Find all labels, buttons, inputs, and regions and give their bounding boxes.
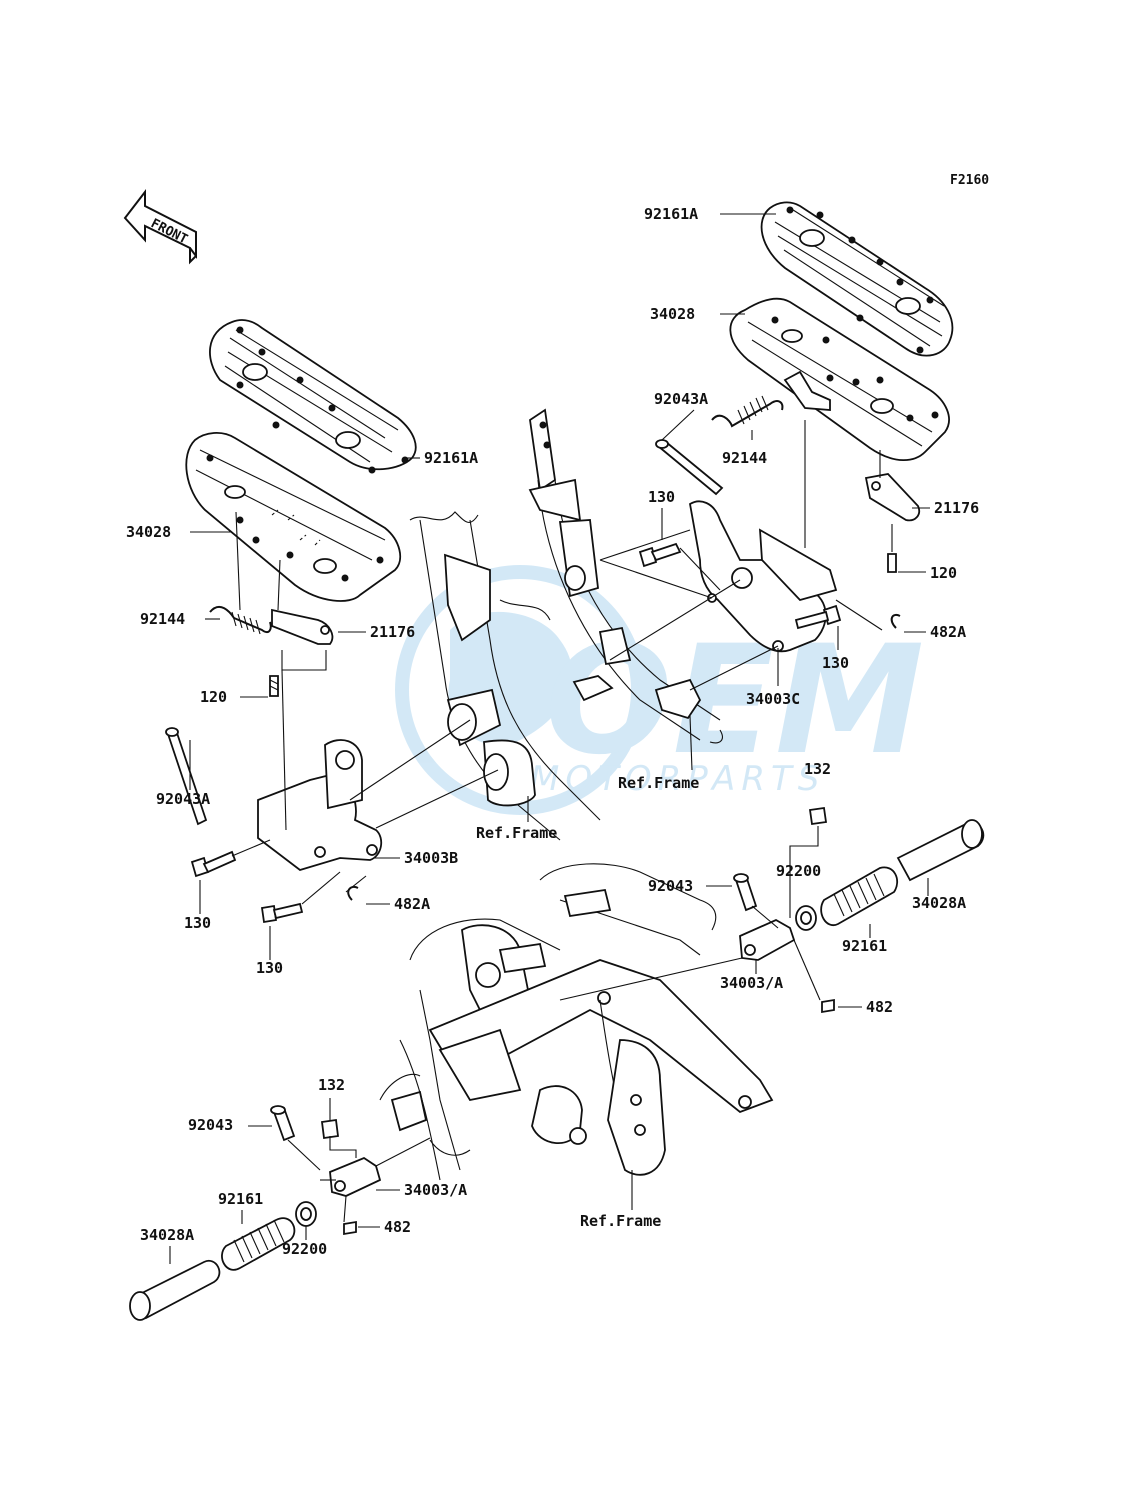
assembly-lines	[231, 420, 893, 1223]
callout-482-left: 482	[384, 1218, 411, 1236]
callout-92161A-left: 92161A	[424, 449, 478, 467]
right-clip-482A	[890, 614, 901, 629]
callout-92043A-left: 92043A	[156, 790, 210, 808]
figure-code: F2160	[950, 173, 989, 188]
left-pin-92043A	[165, 727, 208, 826]
watermark-subtext: MOTORPARTS	[530, 759, 825, 799]
callout-34028A-right: 34028A	[912, 894, 966, 912]
right-footpeg-pin-92043	[733, 873, 758, 912]
left-mount-34003B	[257, 739, 383, 871]
callout-21176-right: 21176	[934, 499, 979, 517]
left-footpeg-rubber-92161	[221, 1217, 296, 1271]
callout-34003A-right: 34003/A	[720, 974, 783, 992]
callout-130-left-b: 130	[256, 959, 283, 977]
callout-92200-right: 92200	[776, 862, 821, 880]
right-footpeg-shell-34028A	[896, 819, 985, 882]
callout-132-right: 132	[804, 760, 831, 778]
left-spring	[209, 606, 272, 635]
left-bolt-130-a	[190, 850, 237, 878]
watermark-globe-icon	[395, 565, 645, 815]
callout-130-left-a: 130	[184, 914, 211, 932]
callout-92200-left: 92200	[282, 1240, 327, 1258]
right-pin-92043A	[655, 439, 724, 496]
right-floorboard-plate	[729, 297, 950, 461]
callout-92161A-right: 92161A	[644, 205, 698, 223]
right-footpeg-mount-34003A	[739, 918, 796, 961]
callout-130-right-b: 130	[822, 654, 849, 672]
callout-34028-left: 34028	[126, 523, 171, 541]
right-frame-rail	[528, 408, 723, 744]
lower-frame	[379, 863, 774, 1181]
left-cotter-482	[343, 1220, 357, 1236]
left-screw-120	[269, 675, 279, 697]
callout-482-right: 482	[866, 998, 893, 1016]
callout-120-right: 120	[930, 564, 957, 582]
callout-ref-frame-upper-right: Ref.Frame	[618, 774, 699, 792]
callout-132-left: 132	[318, 1076, 345, 1094]
callouts: 92161A 34028 92043A 92144 130 21176 120 …	[126, 205, 979, 1258]
right-bolt-130-b	[794, 604, 842, 630]
callout-92144-left: 92144	[140, 610, 185, 628]
front-arrow-icon: FRONT	[123, 189, 197, 265]
right-mount-34003C	[689, 500, 838, 653]
callout-92043-right: 92043	[648, 877, 693, 895]
left-footpeg-shell-34028A	[129, 1259, 221, 1321]
left-bolt-132	[320, 1118, 340, 1140]
right-floorboard-rubber	[760, 201, 954, 357]
right-washer-92200	[795, 905, 817, 931]
right-footpeg-rubber-92161	[820, 866, 899, 927]
callout-34003A-left: 34003/A	[404, 1181, 467, 1199]
callout-482A-right: 482A	[930, 623, 966, 641]
right-bolt-130-a	[638, 542, 682, 568]
left-footpeg-mount-34003A	[329, 1156, 382, 1197]
left-frame-rail	[409, 511, 601, 841]
callout-34028A-left: 34028A	[140, 1226, 194, 1244]
right-cotter-482	[821, 998, 835, 1014]
left-floorboard-rubber	[209, 319, 417, 474]
callout-92161-right: 92161	[842, 937, 887, 955]
callout-34003B: 34003B	[404, 849, 458, 867]
right-spring	[711, 395, 784, 428]
callout-130-right-a: 130	[648, 488, 675, 506]
callout-ref-frame-bottom: Ref.Frame	[580, 1212, 661, 1230]
callout-34028-right: 34028	[650, 305, 695, 323]
callout-482A-left: 482A	[394, 895, 430, 913]
callout-92043-left: 92043	[188, 1116, 233, 1134]
leader-lines	[169, 213, 930, 1264]
callout-92144-right: 92144	[722, 449, 767, 467]
right-bolt-132	[808, 806, 828, 826]
right-screw-120	[887, 553, 897, 573]
left-bracket-21176	[271, 608, 334, 645]
right-bracket-21176	[864, 473, 920, 522]
callout-92161-left: 92161	[218, 1190, 263, 1208]
left-floorboard-plate	[185, 432, 402, 602]
left-footpeg-pin-92043	[270, 1105, 296, 1142]
callout-92043A-right: 92043A	[654, 390, 708, 408]
left-bolt-130-b	[260, 902, 304, 924]
left-washer-92200	[295, 1201, 317, 1227]
callout-21176-left: 21176	[370, 623, 415, 641]
callout-120-left: 120	[200, 688, 227, 706]
callout-ref-frame-left: Ref.Frame	[476, 824, 557, 842]
callout-34003C: 34003C	[746, 690, 800, 708]
